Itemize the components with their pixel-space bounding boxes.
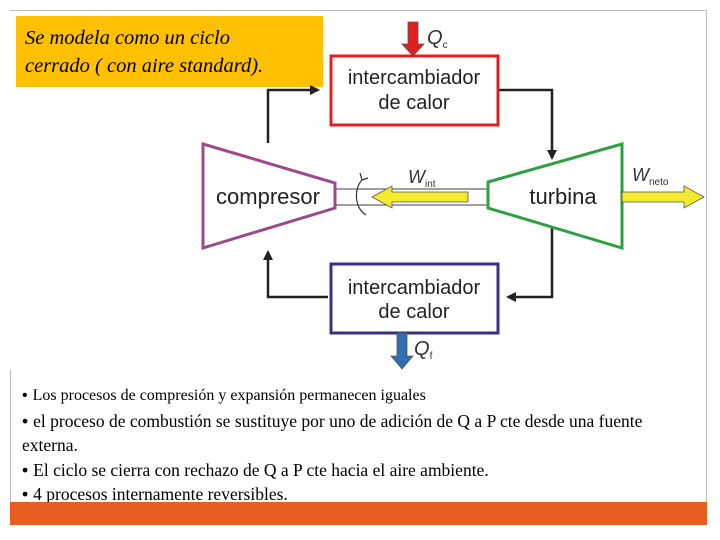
compressor-shape — [201, 141, 337, 251]
compressor-label: compresor — [216, 184, 320, 209]
heat-out-symbol: Q — [414, 338, 430, 360]
work-in-arrow: Wint — [371, 167, 469, 209]
compressor: compresor — [201, 141, 337, 251]
flow-lines — [263, 85, 557, 302]
slide-border-left — [10, 370, 11, 525]
work-net-symbol: W — [632, 165, 651, 185]
bullet-icon: • — [22, 484, 29, 504]
bullet-icon: • — [22, 387, 28, 404]
heat-out-subscript: f — [430, 351, 433, 362]
title-line-2: cerrado ( con aire standard). — [25, 55, 264, 77]
bullet-text: el proceso de combustión se sustituye po… — [22, 410, 643, 456]
work-in-subscript: int — [425, 179, 436, 190]
flow-bottom-hx-to-compressor — [263, 250, 328, 299]
heat-exchanger-bottom-box — [329, 262, 500, 335]
heat-exchanger-top-box — [329, 54, 500, 127]
heat-in-arrow: Qc — [401, 21, 448, 57]
heat-exchanger-top-line-1: intercambiador — [348, 67, 481, 89]
svg-text:Wneto: Wneto — [632, 165, 669, 188]
work-net-arrow: Wneto — [621, 165, 705, 209]
heat-exchanger-bottom: intercambiador de calor — [329, 262, 500, 335]
bullet-item: •El ciclo se cierra con rechazo de Q a P… — [22, 458, 702, 483]
title-line-1: Se modela como un ciclo — [25, 27, 230, 49]
heat-exchanger-top: intercambiador de calor — [329, 54, 500, 127]
slide-border-right — [706, 10, 707, 525]
flow-turbine-to-bottom-hx — [506, 228, 554, 302]
svg-text:Qc: Qc — [427, 27, 448, 51]
shaft — [336, 188, 488, 206]
work-in-symbol: W — [408, 167, 427, 187]
bullet-item: •el proceso de combustión se sustituye p… — [22, 409, 702, 458]
bullet-item: •4 procesos internamente reversibles. — [22, 482, 702, 507]
bullet-list: •Los procesos de compresión y expansión … — [22, 384, 702, 507]
bullet-text: Los procesos de compresión y expansión p… — [32, 387, 426, 404]
turbine: turbina — [486, 142, 624, 251]
bullet-icon: • — [22, 459, 29, 480]
turbine-shape — [486, 142, 624, 251]
flow-top-hx-to-turbine — [498, 88, 557, 160]
bullet-text: 4 procesos internamente reversibles. — [33, 484, 288, 504]
svg-text:Qf: Qf — [414, 338, 433, 362]
bullet-item: •Los procesos de compresión y expansión … — [22, 384, 702, 409]
title-box: Se modela como un ciclo cerrado ( con ai… — [16, 16, 323, 87]
svg-text:Wint: Wint — [408, 167, 436, 190]
bullet-text: El ciclo se cierra con rechazo de Q a P … — [33, 459, 489, 480]
flow-compressor-to-top-hx — [266, 85, 320, 143]
heat-exchanger-bottom-line-1: intercambiador — [348, 277, 481, 299]
turbine-label: turbina — [529, 184, 597, 209]
work-net-subscript: neto — [649, 177, 669, 188]
heat-out-arrow: Qf — [390, 332, 433, 370]
bullet-icon: • — [22, 410, 29, 431]
heat-in-symbol: Q — [427, 27, 443, 49]
rotation-icon — [355, 172, 369, 216]
heat-in-subscript: c — [443, 40, 448, 51]
heat-exchanger-bottom-line-2: de calor — [378, 301, 449, 323]
slide-border-top — [10, 10, 707, 11]
footer-bar — [10, 502, 707, 525]
heat-exchanger-top-line-2: de calor — [378, 92, 449, 114]
